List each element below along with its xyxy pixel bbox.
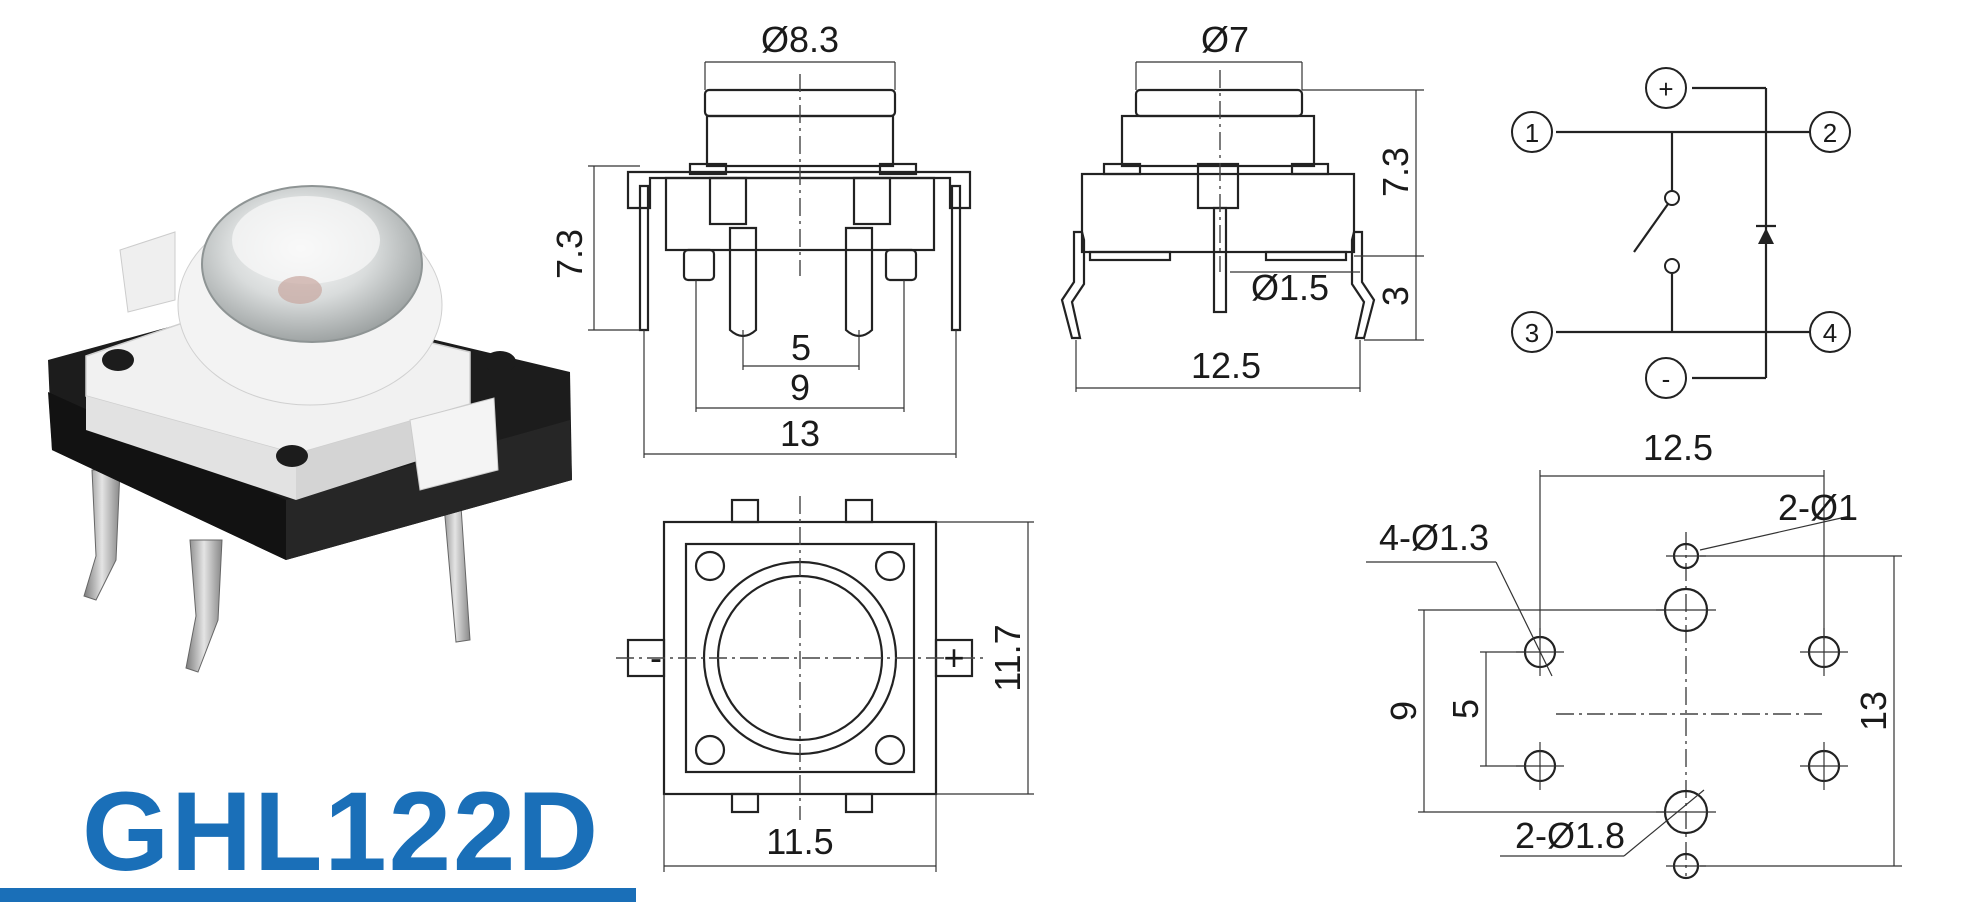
product-photo bbox=[48, 185, 572, 673]
side-height: 7.3 bbox=[1375, 147, 1416, 197]
front-cap-diameter: Ø8.3 bbox=[761, 19, 839, 60]
side-view: Ø7 7.3 3 Ø1.5 12.5 bbox=[1060, 19, 1424, 392]
switch-holes-callout: 4-Ø1.3 bbox=[1379, 517, 1489, 558]
model-title: GHL122D bbox=[82, 769, 600, 894]
pin-2-label: 2 bbox=[1823, 118, 1837, 148]
side-pin-length: 3 bbox=[1375, 286, 1416, 306]
front-pitch-inner: 5 bbox=[791, 327, 811, 368]
top-view: - + 11.7 11.5 bbox=[616, 496, 1034, 872]
side-cap-diameter: Ø7 bbox=[1201, 19, 1249, 60]
pin-1-label: 1 bbox=[1525, 118, 1539, 148]
pcb-pitch-x: 12.5 bbox=[1643, 427, 1713, 468]
schematic: 1 2 3 4 + - bbox=[1511, 67, 1851, 399]
front-pitch-outer: 9 bbox=[790, 367, 810, 408]
cathode-label: - bbox=[1662, 364, 1671, 394]
side-lead-diameter: Ø1.5 bbox=[1251, 267, 1329, 308]
switch-symbol bbox=[1633, 203, 1669, 253]
pcb-pitch-y: 13 bbox=[1853, 691, 1894, 731]
front-height: 7.3 bbox=[549, 229, 590, 279]
front-view: Ø8.3 7.3 5 9 13 bbox=[549, 19, 972, 458]
pcb-pitch-b: 5 bbox=[1445, 699, 1486, 719]
mount-holes-callout: 2-Ø1.8 bbox=[1515, 815, 1625, 856]
pin-4-label: 4 bbox=[1823, 318, 1837, 348]
title-underline bbox=[0, 888, 636, 902]
pcb-pitch-a: 9 bbox=[1383, 701, 1424, 721]
top-body-height: 11.7 bbox=[987, 624, 1028, 691]
minus-mark: - bbox=[650, 637, 662, 678]
mount-holes bbox=[1656, 587, 1716, 835]
pin-3-label: 3 bbox=[1525, 318, 1539, 348]
diode-symbol bbox=[1756, 224, 1776, 244]
top-body-width: 11.5 bbox=[766, 821, 833, 862]
led-holes-callout: 2-Ø1 bbox=[1778, 487, 1858, 528]
plus-mark: + bbox=[943, 637, 964, 678]
switch-holes bbox=[1516, 628, 1848, 790]
anode-label: + bbox=[1658, 74, 1673, 104]
front-body-width: 13 bbox=[780, 413, 820, 454]
pcb-footprint: 12.5 13 9 5 2-Ø1 4-Ø1.3 2-Ø1.8 bbox=[1366, 427, 1902, 880]
side-width: 12.5 bbox=[1191, 345, 1261, 386]
led-holes bbox=[1666, 542, 1706, 880]
